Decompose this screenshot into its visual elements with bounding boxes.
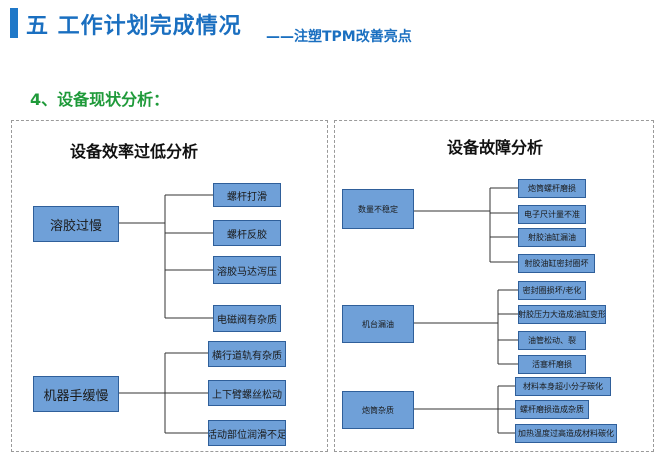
left-panel-title: 设备效率过低分析 [70, 142, 199, 161]
subcause-box: 上下臂螺丝松动 [208, 380, 286, 406]
fault-subcause-box: 电子尺计量不准 [518, 205, 586, 224]
fault-subcause-box: 炮筒螺杆磨损 [518, 179, 586, 198]
page-subtitle: ——注塑TPM改善亮点 [266, 29, 412, 45]
fault-subcause-box: 加热温度过高造成材料碳化 [515, 424, 617, 443]
cause-box-slow-melting: 溶胶过慢 [33, 206, 119, 242]
fault-subcause-box: 活塞杆磨损 [518, 355, 586, 374]
subcause-box: 螺杆反胶 [213, 220, 281, 246]
subcause-box: 螺杆打滑 [213, 183, 281, 207]
subcause-box: 溶胶马达泻压 [213, 256, 281, 284]
fault-box-unstable-quantity: 数量不稳定 [342, 189, 414, 229]
fault-box-oil-leak: 机台漏油 [342, 305, 414, 343]
cause-box-slow-robot: 机器手缓慢 [33, 376, 119, 412]
subcause-box: 活动部位润滑不足 [208, 420, 286, 446]
fault-subcause-box: 密封圈损坏/老化 [518, 281, 586, 300]
subcause-box: 电磁阀有杂质 [213, 305, 281, 332]
fault-subcause-box: 射胶油缸漏油 [518, 228, 586, 247]
fault-subcause-box: 射胶压力大造成油缸变形 [518, 305, 606, 324]
fault-subcause-box: 材料本身超小分子碳化 [515, 377, 611, 396]
section-heading: 4、设备现状分析： [30, 90, 170, 109]
subcause-box: 横行道轨有杂质 [208, 341, 286, 367]
fault-subcause-box: 油管松动、裂 [518, 331, 586, 350]
fault-box-barrel-impurity: 炮筒杂质 [342, 391, 414, 429]
fault-subcause-box: 螺杆磨损造成杂质 [515, 400, 589, 419]
title-accent-bar [10, 8, 18, 38]
page-title: 五 工作计划完成情况 [26, 14, 242, 39]
fault-subcause-box: 射胶油缸密封圈坏 [518, 254, 595, 273]
right-panel-title: 设备故障分析 [447, 138, 544, 157]
